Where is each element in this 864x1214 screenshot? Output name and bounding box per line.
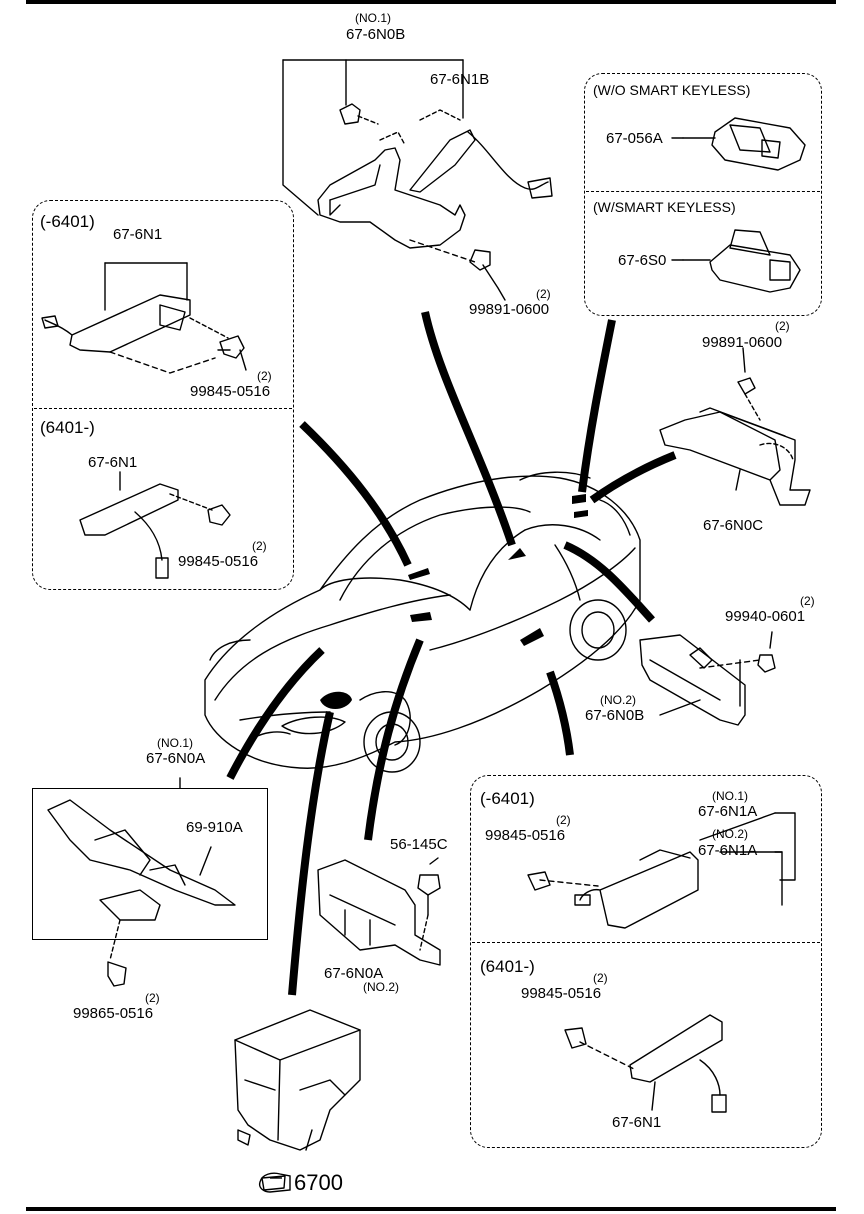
top-no1-label: (NO.1) <box>355 11 391 25</box>
right-no2-label: (NO.2) <box>600 693 636 707</box>
right-bracket-6n0c <box>659 347 811 506</box>
br-6n1a-2-label: 67-6N1A <box>698 842 758 859</box>
keyless-units <box>682 117 806 293</box>
keyless-divider <box>586 191 820 192</box>
middle-bracket-6n0a <box>317 857 441 966</box>
left-lower-antenna <box>79 471 231 579</box>
left-antenna-group-box <box>32 200 294 590</box>
vehicle-outline <box>204 471 641 773</box>
top-nut-qty: (2) <box>536 287 551 301</box>
br-no1-label: (NO.1) <box>712 789 748 803</box>
br-lower-antenna <box>564 1014 727 1113</box>
right-nut-label: 99891-0600 <box>702 334 783 351</box>
top-bracket-assembly <box>282 59 553 301</box>
br-lower-bolt-qty: (2) <box>593 971 608 985</box>
part-6s0-label: 67-6S0 <box>618 252 667 269</box>
front-69910a-label: 69-910A <box>186 819 243 836</box>
pointing-hand-icon <box>258 1172 291 1193</box>
br-upper-antennas <box>527 812 796 929</box>
clip-56145c-label: 56-145C <box>390 836 448 853</box>
wo-smart-keyless-header: (W/O SMART KEYLESS) <box>593 82 751 98</box>
leader-arrows <box>226 311 677 996</box>
left-lower-bolt-label: 99845-0516 <box>178 553 259 570</box>
top-nut-label: 99891-0600 <box>469 301 550 318</box>
right-nut2-qty: (2) <box>800 594 815 608</box>
w-smart-keyless-header: (W/SMART KEYLESS) <box>593 199 736 215</box>
left-lower-6n1-label: 67-6N1 <box>88 454 138 471</box>
br-6n1a-1-label: 67-6N1A <box>698 803 758 820</box>
left-lower-header: (6401-) <box>40 418 95 437</box>
front-antenna-detail-box <box>32 788 268 940</box>
right-nut2-label: 99940-0601 <box>725 608 806 625</box>
br-lower-bolt-label: 99845-0516 <box>521 985 602 1002</box>
rear-antenna-group-box <box>470 775 822 1148</box>
left-upper-bolt-label: 99845-0516 <box>190 383 271 400</box>
part-056a-label: 67-056A <box>606 130 663 147</box>
ref-6700-label: 6700 <box>294 1170 343 1195</box>
br-no2-label: (NO.2) <box>712 827 748 841</box>
left-upper-antenna <box>41 262 247 374</box>
top-6n0b-label: 67-6N0B <box>346 26 406 43</box>
left-upper-6n1-label: 67-6N1 <box>113 226 163 243</box>
front-antenna-detail <box>47 777 236 987</box>
br-upper-header: (-6401) <box>480 789 535 808</box>
left-upper-bolt-qty: (2) <box>257 369 272 383</box>
front-bolt-label: 99865-0516 <box>73 1005 154 1022</box>
left-antenna-divider <box>34 408 292 409</box>
right-bracket-6n0b <box>639 631 776 726</box>
front-no1-label: (NO.1) <box>157 736 193 750</box>
front-6n0a-label: 67-6N0A <box>146 750 206 767</box>
right-nut-qty: (2) <box>775 319 790 333</box>
br-lower-6n1-label: 67-6N1 <box>612 1114 662 1131</box>
mid-6n0a-label: 67-6N0A <box>324 965 384 982</box>
top-rule <box>26 0 836 4</box>
left-lower-bolt-qty: (2) <box>252 539 267 553</box>
bottom-rule <box>26 1207 836 1211</box>
ecu-module <box>234 1009 361 1191</box>
right-6n0c-label: 67-6N0C <box>703 517 764 534</box>
right-6n0b-label: 67-6N0B <box>585 707 645 724</box>
br-upper-bolt-label: 99845-0516 <box>485 827 566 844</box>
br-upper-bolt-qty: (2) <box>556 813 571 827</box>
top-6n1b-label: 67-6N1B <box>430 71 490 88</box>
keyless-group-box <box>584 73 822 316</box>
mid-no2-label: (NO.2) <box>363 980 399 994</box>
front-bolt-qty: (2) <box>145 991 160 1005</box>
br-lower-header: (6401-) <box>480 957 535 976</box>
left-upper-header: (-6401) <box>40 212 95 231</box>
rear-antenna-divider <box>472 942 820 943</box>
